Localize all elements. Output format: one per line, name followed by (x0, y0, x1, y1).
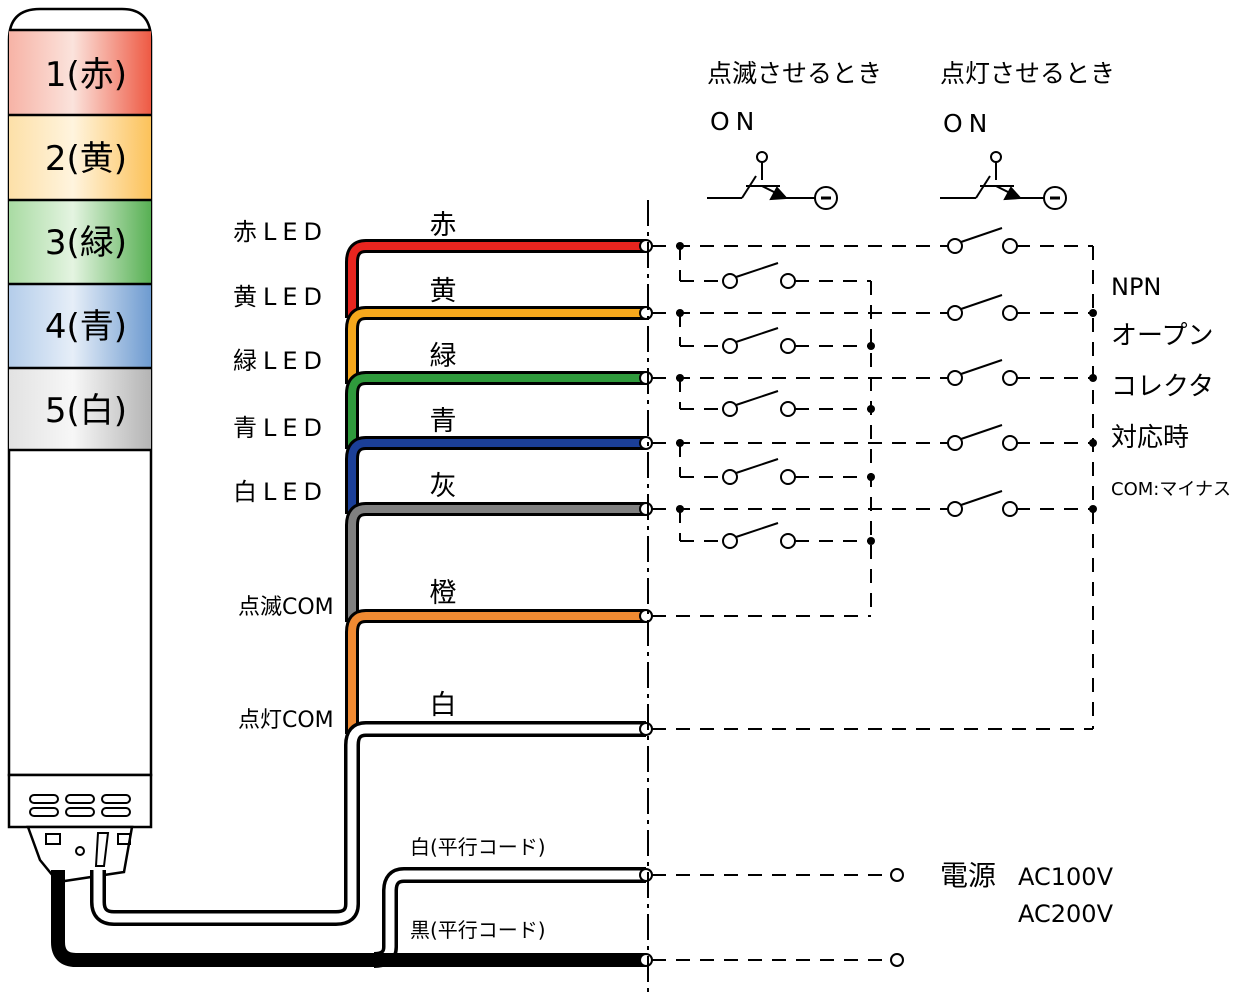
tier-3 (9, 200, 151, 284)
wire-white (93, 724, 646, 923)
led-labels: 赤LED 黄LED 緑LED 青LED 白LED (233, 218, 328, 506)
light-com-label: 点灯COM (238, 708, 334, 733)
npn-note: NPN オープン コレクタ 対応時 COM:マイナス (1111, 273, 1231, 500)
wire-gray (348, 505, 646, 622)
blink-header-state: ON (710, 107, 760, 136)
led-label-yellow: 黄LED (233, 283, 328, 311)
tower-base (7, 773, 153, 829)
wire-label-gray: 灰 (430, 471, 457, 502)
npn-note-line4: 対応時 (1111, 423, 1189, 453)
led-label-blue: 青LED (233, 414, 328, 442)
tier-4-label: 4(青) (45, 307, 127, 347)
switch-circuit (652, 245, 1094, 961)
power-voltage-1: AC100V (1018, 863, 1114, 891)
wire-label-yellow: 黄 (430, 276, 457, 307)
led-label-green: 緑LED (233, 347, 328, 375)
power-voltage-2: AC200V (1018, 900, 1114, 928)
junction-dots (676, 242, 1097, 545)
led-label-red: 赤LED (233, 218, 328, 246)
signal-tower: 1(赤) 2(黄) 3(緑) 4(青) 5(白) (7, 7, 153, 884)
switch-contacts (722, 227, 1018, 967)
tier-1-label: 1(赤) (45, 55, 127, 95)
wire-label-orange: 橙 (430, 578, 457, 609)
wire-green (348, 374, 646, 449)
wire-red (348, 242, 646, 318)
cord-black (51, 870, 646, 967)
npn-note-line3: コレクタ (1111, 372, 1214, 402)
wire-label-white: 白 (430, 690, 457, 721)
light-header-title: 点灯させるとき (940, 59, 1115, 88)
power-label: 電源 (940, 859, 996, 892)
wire-label-red: 赤 (430, 210, 457, 241)
transistor-blink-icon (707, 151, 838, 210)
tier-2 (9, 115, 151, 200)
tier-2-label: 2(黄) (45, 139, 127, 179)
transistor-light-icon (940, 151, 1067, 210)
tier-4 (9, 284, 151, 368)
blink-header-title: 点滅させるとき (707, 59, 882, 88)
npn-note-line5: COM:マイナス (1111, 479, 1231, 500)
tier-1 (9, 30, 151, 115)
terminals (639, 239, 653, 967)
blink-com-label: 点滅COM (238, 595, 334, 620)
npn-note-line1: NPN (1111, 273, 1161, 301)
wire-label-blue: 青 (430, 406, 457, 437)
wire-labels: 赤 黄 緑 青 灰 橙 白 (430, 210, 457, 721)
wire-bundle (51, 239, 646, 968)
npn-note-line2: オープン (1111, 321, 1213, 351)
tier-5-label: 5(白) (45, 391, 127, 431)
cord-black-label: 黒(平行コード) (410, 918, 546, 942)
tier-5 (9, 368, 151, 450)
tier-3-label: 3(緑) (45, 223, 127, 263)
light-header-state: ON (943, 109, 993, 138)
wire-yellow (348, 309, 646, 384)
wire-label-green: 緑 (430, 341, 457, 372)
wire-blue (348, 439, 646, 514)
wire-orange (348, 612, 646, 734)
led-label-white: 白LED (233, 478, 328, 506)
cord-white-label: 白(平行コード) (410, 835, 546, 859)
